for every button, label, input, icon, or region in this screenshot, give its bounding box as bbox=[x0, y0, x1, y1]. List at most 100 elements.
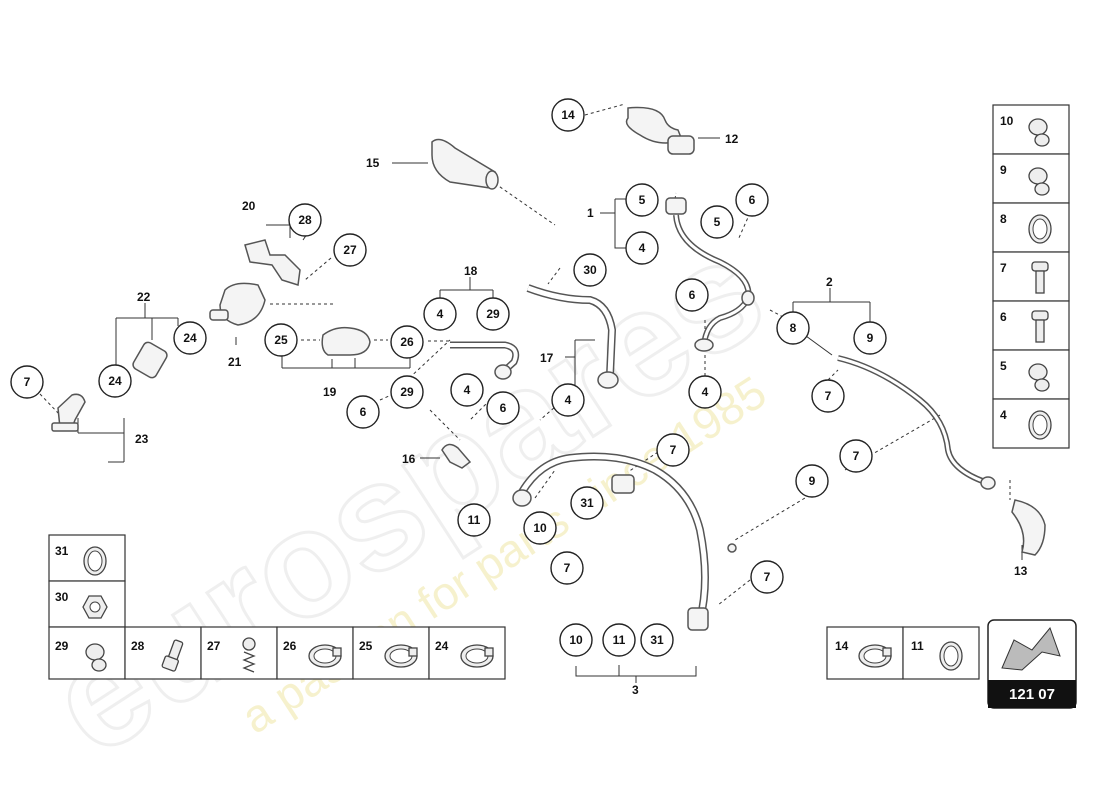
legend-number: 6 bbox=[1000, 310, 1007, 324]
legend-number: 27 bbox=[207, 639, 221, 653]
callout-number: 29 bbox=[486, 307, 500, 321]
callout-10: 10 bbox=[523, 511, 557, 545]
callout-number: 9 bbox=[867, 331, 874, 345]
callout-number: 5 bbox=[639, 193, 646, 207]
callout-6: 6 bbox=[675, 278, 709, 312]
callout-number: 31 bbox=[650, 633, 664, 647]
legend-cell-25: 25 bbox=[352, 626, 430, 680]
label-2: 2 bbox=[826, 275, 833, 289]
page-code: 121 07 bbox=[1009, 686, 1055, 703]
legend-number: 29 bbox=[55, 639, 69, 653]
callout-14: 14 bbox=[551, 98, 585, 132]
label-1: 1 bbox=[587, 206, 594, 220]
callout-9: 9 bbox=[795, 464, 829, 498]
hose-clip-icon bbox=[85, 643, 107, 672]
callout-4: 4 bbox=[688, 375, 722, 409]
callout-10: 10 bbox=[559, 623, 593, 657]
callout-number: 4 bbox=[464, 383, 471, 397]
callout-7: 7 bbox=[656, 433, 690, 467]
callout-number: 10 bbox=[533, 521, 547, 535]
callout-8: 8 bbox=[776, 311, 810, 345]
hose-clamp-icon bbox=[308, 644, 342, 668]
label-17: 17 bbox=[540, 351, 554, 365]
seal-ring-icon bbox=[1028, 410, 1052, 440]
legend-cell-9: 9 bbox=[992, 153, 1070, 204]
callout-4: 4 bbox=[625, 231, 659, 265]
label-3: 3 bbox=[632, 683, 639, 697]
callout-number: 26 bbox=[400, 335, 414, 349]
hose-clip-icon bbox=[1028, 118, 1050, 147]
legend-number: 10 bbox=[1000, 114, 1014, 128]
label-23: 23 bbox=[135, 432, 149, 446]
callout-31: 31 bbox=[640, 623, 674, 657]
legend-number: 7 bbox=[1000, 261, 1007, 275]
callout-27: 27 bbox=[333, 233, 367, 267]
page-code-box: 121 07 bbox=[987, 619, 1077, 709]
legend-number: 28 bbox=[131, 639, 145, 653]
callout-number: 6 bbox=[689, 288, 696, 302]
legend-number: 11 bbox=[911, 639, 924, 653]
label-22: 22 bbox=[137, 290, 151, 304]
callout-number: 24 bbox=[183, 331, 197, 345]
callout-number: 6 bbox=[500, 401, 507, 415]
legend-cell-30: 30 bbox=[48, 580, 126, 628]
callout-number: 29 bbox=[400, 385, 414, 399]
callout-6: 6 bbox=[735, 183, 769, 217]
callout-number: 11 bbox=[613, 633, 626, 647]
callout-number: 8 bbox=[790, 321, 797, 335]
callout-number: 25 bbox=[274, 333, 288, 347]
callout-number: 4 bbox=[437, 307, 444, 321]
legend-number: 14 bbox=[835, 639, 849, 653]
hose-clip-icon bbox=[1028, 363, 1050, 392]
callout-number: 5 bbox=[714, 215, 721, 229]
callout-7: 7 bbox=[839, 439, 873, 473]
coolant-hose-13 bbox=[1011, 499, 1046, 556]
label-21: 21 bbox=[228, 355, 242, 369]
nut-icon bbox=[82, 595, 108, 619]
labels: 12 15 20 1 18 22 21 19 17 2 16 23 3 13 bbox=[135, 132, 1028, 697]
legend-cell-26: 26 bbox=[276, 626, 354, 680]
callout-4: 4 bbox=[423, 297, 457, 331]
legend-number: 8 bbox=[1000, 212, 1007, 226]
callout-9: 9 bbox=[853, 321, 887, 355]
callout-31: 31 bbox=[570, 486, 604, 520]
seal-ring-icon bbox=[1028, 214, 1052, 244]
short-hose bbox=[132, 341, 168, 379]
callout-5: 5 bbox=[700, 205, 734, 239]
callout-number: 11 bbox=[468, 513, 481, 527]
legend-cell-6: 6 bbox=[992, 300, 1070, 351]
legend-cell-8: 8 bbox=[992, 202, 1070, 253]
seal-ring-icon bbox=[939, 641, 963, 671]
callout-7: 7 bbox=[550, 551, 584, 585]
callout-number: 28 bbox=[298, 213, 312, 227]
callout-number: 6 bbox=[360, 405, 367, 419]
spring-screw-icon bbox=[242, 637, 256, 673]
legend-cell-14: 14 bbox=[826, 626, 904, 680]
callout-number: 7 bbox=[24, 375, 31, 389]
legend-number: 4 bbox=[1000, 408, 1007, 422]
legend-number: 24 bbox=[435, 639, 449, 653]
callout-number: 7 bbox=[564, 561, 571, 575]
callout-number: 7 bbox=[764, 570, 771, 584]
callout-number: 9 bbox=[809, 474, 816, 488]
callout-30: 30 bbox=[573, 253, 607, 287]
callout-number: 31 bbox=[580, 496, 594, 510]
callout-number: 7 bbox=[825, 389, 832, 403]
screw-icon bbox=[1031, 310, 1049, 343]
retaining-clip bbox=[441, 443, 472, 469]
callout-6: 6 bbox=[486, 391, 520, 425]
callout-number: 4 bbox=[565, 393, 572, 407]
hose-clamp bbox=[667, 135, 695, 155]
callout-7: 7 bbox=[10, 365, 44, 399]
legend-cell-4: 4 bbox=[992, 398, 1070, 449]
callout-7: 7 bbox=[750, 560, 784, 594]
callout-number: 4 bbox=[702, 385, 709, 399]
legend-cell-11: 11 bbox=[902, 626, 980, 680]
label-16: 16 bbox=[402, 452, 416, 466]
callout-number: 4 bbox=[639, 241, 646, 255]
hose-19 bbox=[321, 326, 371, 356]
legend-cell-7: 7 bbox=[992, 251, 1070, 302]
